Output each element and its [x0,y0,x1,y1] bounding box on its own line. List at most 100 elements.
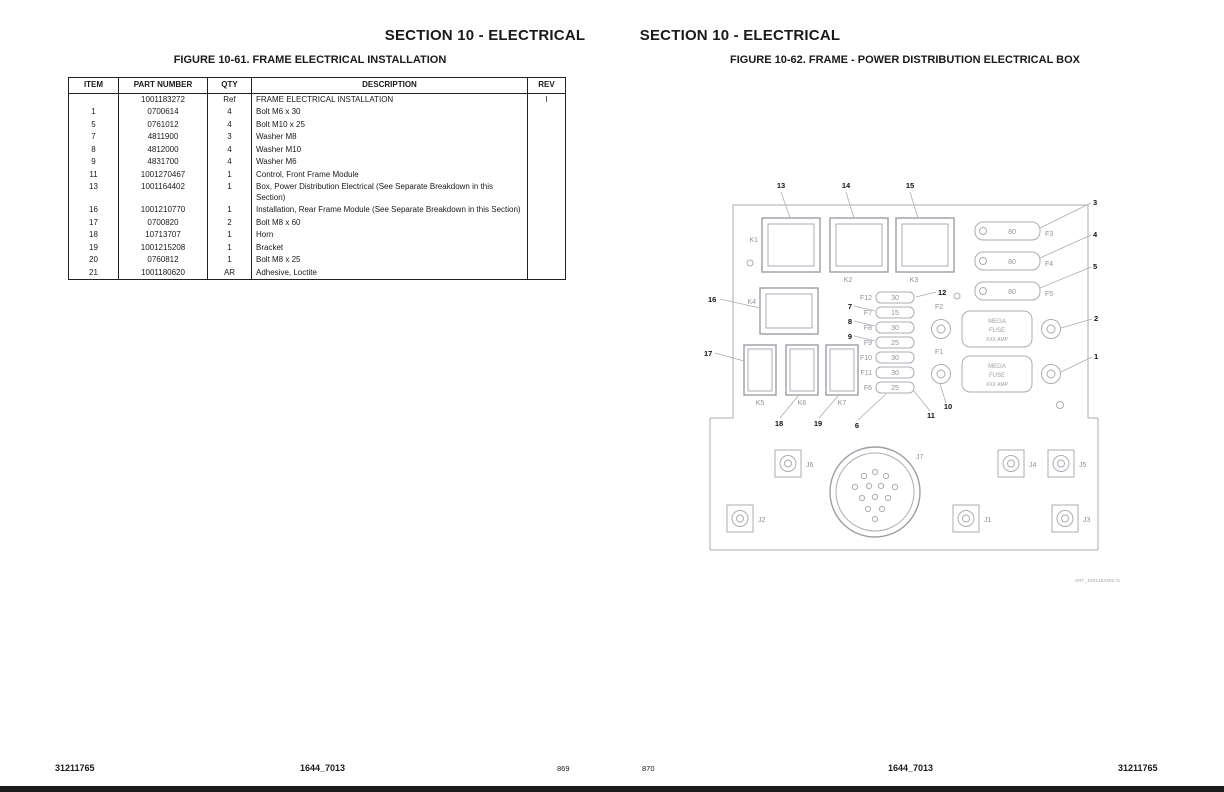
cell-qty: 1 [207,168,252,181]
cell-desc: Bolt M8 x 25 [251,254,528,267]
cell-rev: I [527,93,566,106]
fuse-f7-label: F7 [864,310,872,317]
callout-7: 7 [848,302,852,311]
power-distribution-diagram: K1 K2 K3 13 14 15 80 80 80 F3 F4 F5 3 4 … [704,181,1120,583]
cell-rev [527,254,566,267]
group-f1-label: F1 [935,349,943,356]
cell-part: 1001270467 [118,168,208,181]
footer-right-doc-code: 1644_7013 [888,763,934,773]
column-header: REV [527,77,566,94]
callout-2: 2 [1094,314,1098,323]
cell-item: 1 [68,106,119,119]
callout-15: 15 [906,181,914,190]
relay-k7 [825,344,859,396]
callout-17: 17 [704,349,712,358]
cell-desc: Bolt M8 x 60 [251,216,528,229]
callout-3: 3 [1093,198,1097,207]
leader-4 [1039,234,1092,259]
relay-k1-label: K1 [749,237,758,244]
cell-qty: 1 [207,181,252,204]
cell-desc: Bolt M6 x 30 [251,106,528,119]
cell-desc: Horn [251,229,528,242]
cell-part: 10713707 [118,229,208,242]
cell-qty: Ref [207,93,252,106]
cell-qty: 2 [207,216,252,229]
leader-8 [853,320,876,327]
relay-k1 [761,217,821,273]
callout-18: 18 [775,419,783,428]
art-reference-label: ART_1001164402-G [1075,578,1120,583]
cell-desc: Washer M8 [251,131,528,144]
cell-rev [527,229,566,242]
connector-j5 [1047,449,1075,478]
connector-j6-label: J6 [806,462,814,469]
leader-15 [909,191,919,219]
cell-part: 0760812 [118,254,208,267]
relay-k4-label: K4 [747,299,756,306]
relay-k2 [829,217,889,273]
fuse-f9-label: F9 [864,340,872,347]
cell-item: 16 [68,204,119,217]
cell-rev [527,131,566,144]
cell-rev [527,156,566,169]
relay-k4 [759,287,819,335]
relay-k6-label: K6 [798,400,807,407]
relay-k6 [785,344,819,396]
fuse-f9-value: 25 [891,340,899,347]
cell-desc: Control, Front Frame Module [251,168,528,181]
fuse-f10-value: 30 [891,355,899,362]
cell-qty: 1 [207,229,252,242]
cell-qty: 4 [207,156,252,169]
left-section-header: SECTION 10 - ELECTRICAL [384,27,586,44]
cell-rev [527,204,566,217]
cell-part: 0700820 [118,216,208,229]
mega-f2-line2: FUSE [989,328,1005,334]
cell-rev [527,216,566,229]
mega-f2-line3: XXX AMP [986,337,1009,343]
cell-desc: Bolt M10 x 25 [251,118,528,131]
leader-19 [818,395,839,419]
leader-7 [853,305,876,312]
bottom-edge-bar [0,786,1224,792]
cell-qty: 1 [207,254,252,267]
cell-part: 1001215208 [118,241,208,254]
footer-right-part-number: 31211765 [1118,763,1158,773]
cell-part: 0700614 [118,106,208,119]
fuse-f3-value: 80 [1008,229,1016,236]
fuse-f3 [974,221,1041,241]
mega-fuse-f2 [931,310,1061,348]
cell-item: 7 [68,131,119,144]
footer-left-doc-code: 1644_7013 [300,763,346,773]
leader-1 [1060,356,1093,373]
column-header: DESCRIPTION [251,77,528,94]
right-figure-title: FIGURE 10-62. FRAME - POWER DISTRIBUTION… [730,54,1080,66]
cell-desc: Installation, Rear Frame Module (See Sep… [251,204,528,217]
cell-qty: AR [207,266,252,280]
cell-rev [527,241,566,254]
relay-k7-label: K7 [838,400,847,407]
callout-14: 14 [842,181,851,190]
cell-part: 0761012 [118,118,208,131]
cell-item: 20 [68,254,119,267]
mounting-hole [1056,401,1064,409]
callout-10: 10 [944,402,952,411]
cell-item: 21 [68,266,119,280]
footer-left-part-number: 31211765 [55,763,95,773]
leader-2 [1060,318,1093,329]
leader-5 [1039,266,1092,289]
fuse-f8-label: F8 [864,325,872,332]
left-figure-title: FIGURE 10-61. FRAME ELECTRICAL INSTALLAT… [173,54,447,66]
page-number-left: 869 [557,764,570,773]
